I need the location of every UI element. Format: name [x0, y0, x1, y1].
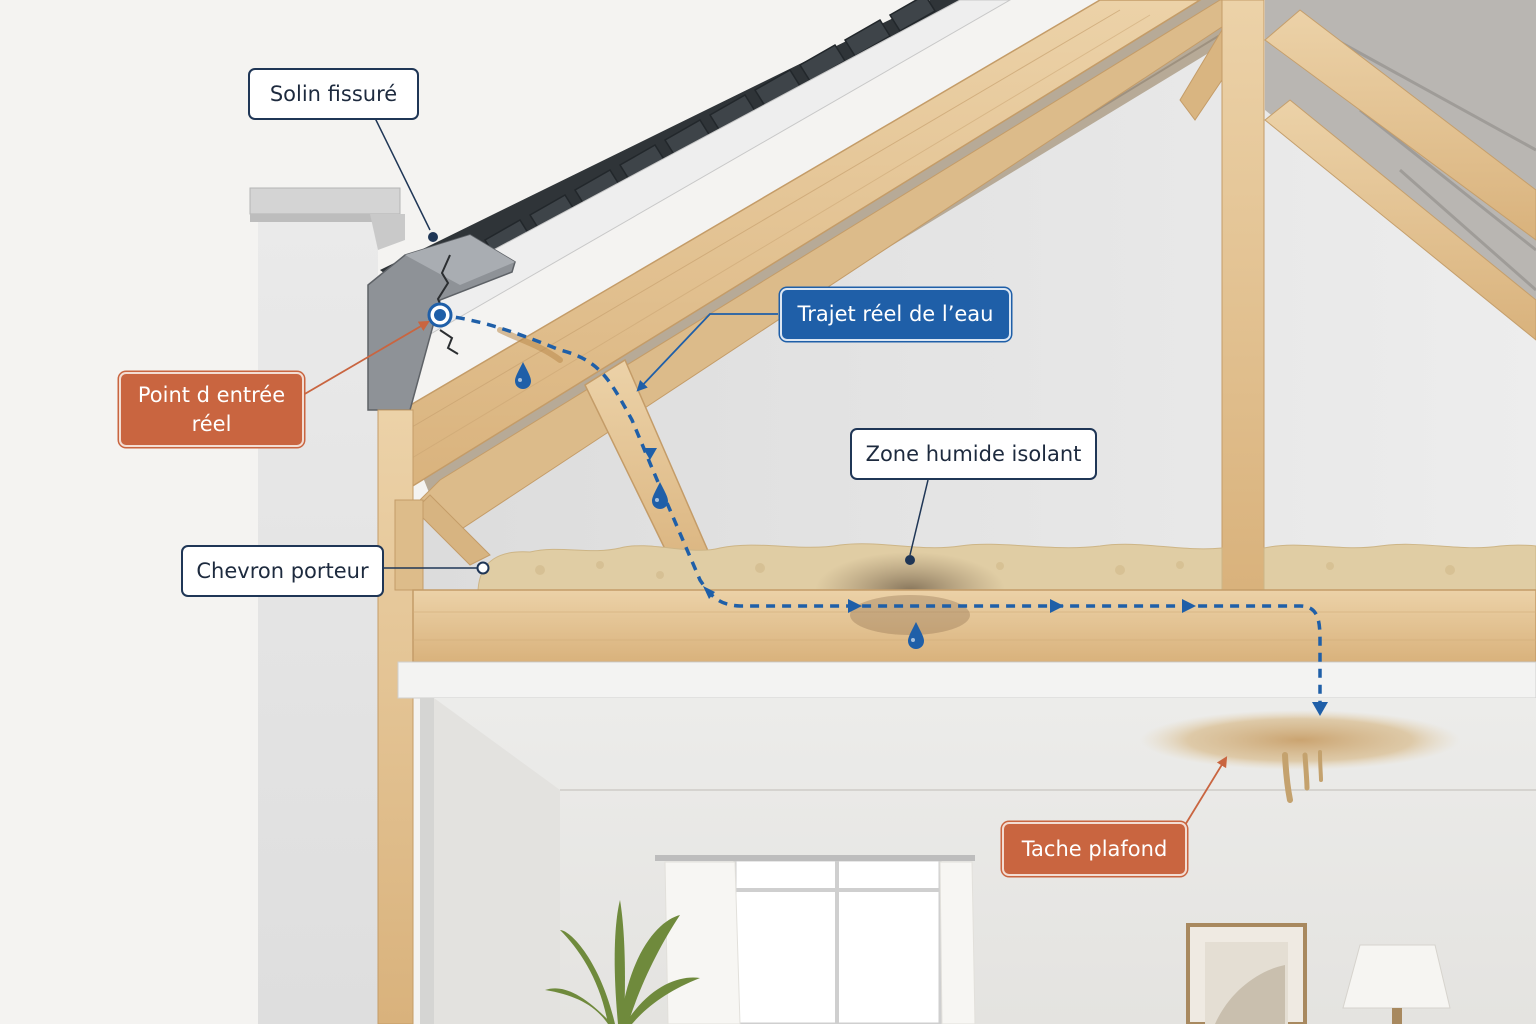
leader-entry-point — [302, 320, 430, 396]
lamp-shade — [1342, 944, 1451, 1009]
short-strut — [414, 494, 491, 566]
wall-cap-side — [370, 214, 405, 250]
label-cracked-flashing: Solin fissuré — [248, 68, 419, 120]
wall-stud-upper — [394, 499, 424, 591]
plant — [545, 900, 700, 1024]
post-brace — [1179, 28, 1223, 121]
lamp-stem — [1392, 1008, 1402, 1024]
room-side-wall — [420, 698, 434, 1024]
curtain-rod — [655, 855, 975, 861]
exterior-wall — [258, 210, 378, 1024]
label-rafter: Chevron porteur — [181, 545, 384, 597]
leader-wet-insulation — [909, 479, 929, 556]
label-water-path: Trajet réel de l’eau — [780, 288, 1011, 341]
label-entry-point: Point d entrée réel — [119, 372, 304, 447]
joist-stain — [850, 595, 970, 635]
ceiling-board — [397, 661, 1536, 699]
water-drops — [515, 362, 924, 649]
water-path — [439, 313, 1322, 712]
rafter-right — [1264, 9, 1536, 241]
room-left-wall — [434, 698, 560, 1024]
water-path-arrows — [643, 448, 1328, 716]
curtain-left — [664, 861, 741, 1024]
picture-art — [1215, 965, 1285, 1024]
wall-cap — [249, 187, 401, 215]
rafter-right-lower — [1264, 99, 1536, 341]
ceiling-joist — [412, 589, 1536, 663]
leader-water-path — [636, 313, 778, 392]
flashing-top — [405, 235, 515, 285]
wall-cap-shadow — [250, 214, 400, 222]
curtain-right — [939, 861, 976, 1024]
label-ceiling-stain: Tache plafond — [1002, 822, 1187, 876]
insulation-right — [1263, 543, 1536, 591]
label-wet-insulation: Zone humide isolant — [850, 428, 1097, 480]
king-post — [1221, 0, 1265, 591]
leader-cracked-flashing — [374, 117, 431, 231]
ceiling-stain — [1140, 710, 1460, 770]
rafter-wet-streak — [497, 327, 563, 363]
leader-ceiling-stain — [1181, 756, 1228, 831]
